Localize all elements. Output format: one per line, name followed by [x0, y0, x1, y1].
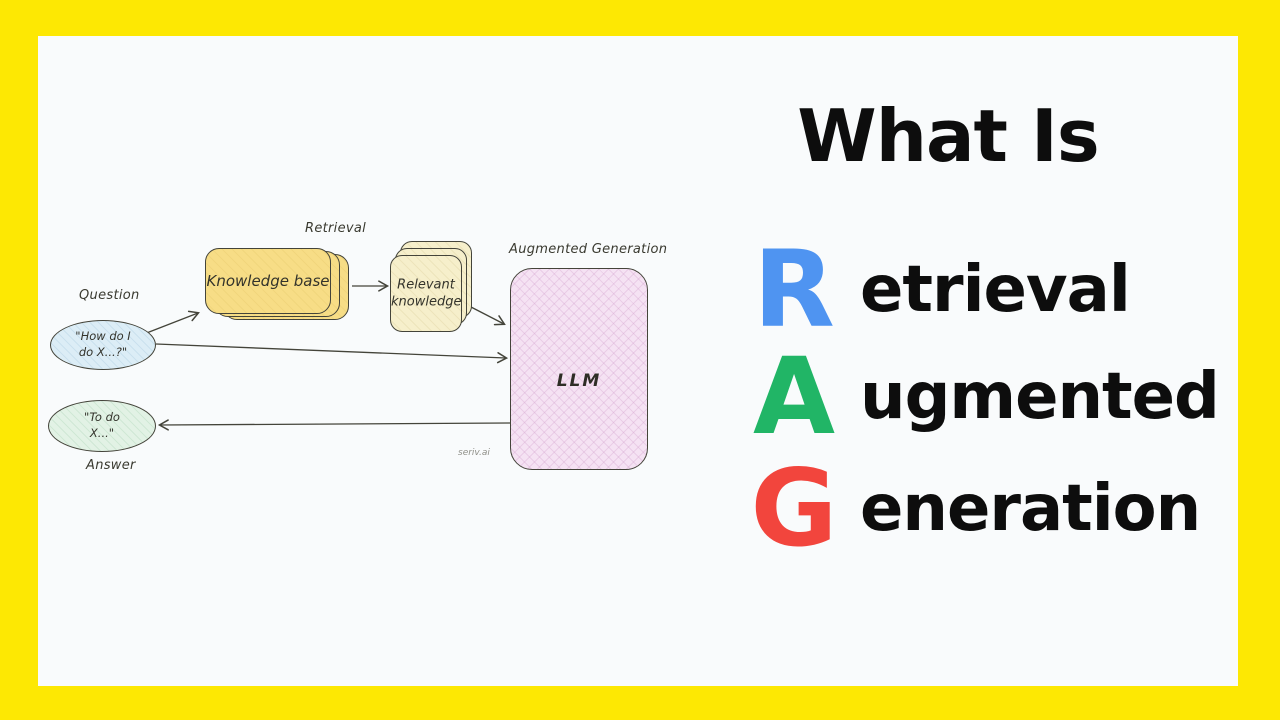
acronym-letter-r: R [753, 228, 835, 351]
arrow-llm-to-answer [157, 419, 511, 431]
question-text: "How do I do X...?" [75, 329, 131, 359]
relevant-knowledge-stack: Relevant knowledge [390, 241, 472, 333]
question-label: Question [79, 288, 140, 303]
augmented-generation-label: Augmented Generation [509, 242, 668, 257]
answer-oval: "To do X..." [48, 400, 156, 452]
relevant-knowledge-label: Relevant knowledge [391, 276, 462, 310]
retrieval-label: Retrieval [305, 221, 367, 236]
relevant-knowledge-card-front: Relevant knowledge [390, 255, 462, 332]
knowledge-base-label: Knowledge base [206, 272, 330, 290]
knowledge-base-card-front: Knowledge base [205, 248, 331, 314]
acronym-word-generation: eneration [860, 472, 1201, 546]
acronym-row-generation: G eneration [738, 447, 1201, 570]
watermark: seriv.ai [458, 448, 490, 458]
arrow-question-to-llm [155, 343, 509, 364]
answer-text: "To do X..." [84, 410, 120, 440]
llm-box: LLM [510, 268, 648, 470]
acronym-letter-g: G [750, 447, 838, 570]
answer-label: Answer [86, 458, 136, 473]
arrow-relevant-to-llm [470, 306, 506, 326]
acronym-word-augmented: ugmented [860, 360, 1220, 434]
diagram-arrows [143, 280, 511, 431]
llm-label: LLM [556, 371, 602, 391]
knowledge-base-stack: Knowledge base [205, 248, 351, 322]
acronym-letter-a: A [752, 335, 836, 458]
arrow-question-to-knowledge-base [143, 310, 200, 335]
question-oval: "How do I do X...?" [50, 320, 156, 370]
acronym-row-augmented: A ugmented [738, 335, 1220, 458]
slide-canvas: Retrieval Augmented Generation Question … [38, 36, 1238, 686]
page-title: What Is [797, 94, 1099, 178]
acronym-word-retrieval: etrieval [860, 253, 1131, 327]
acronym-row-retrieval: R etrieval [738, 228, 1131, 351]
